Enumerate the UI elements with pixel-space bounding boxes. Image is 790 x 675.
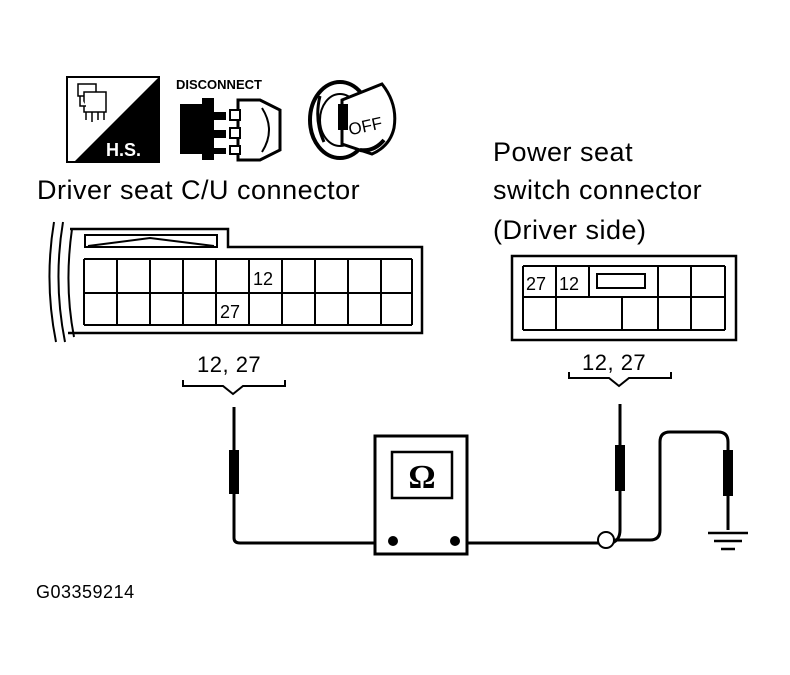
left-lead-wire [232,520,392,545]
ground-symbol-icon [708,531,748,551]
meter-terminal-left [388,536,398,546]
hs-label: H.S. [106,140,141,160]
right-pin-27: 27 [526,274,546,294]
left-probe [229,407,239,520]
left-pin-bracket [182,380,286,396]
ground-probe [723,450,733,530]
power-seat-switch-connector [510,254,738,342]
ohm-symbol-icon: Ω [408,459,435,496]
right-connector-title-line1: Power seat [493,137,634,167]
left-connector-title: Driver seat C/U connector [37,175,361,205]
meter-terminal-right [450,536,460,546]
right-probe [611,404,625,545]
driver-seat-cu-connector [48,221,424,343]
left-pin-12: 12 [253,269,273,289]
ground-lead-wire [614,430,730,542]
disconnect-icon: DISCONNECT [176,77,282,162]
right-pin-12: 12 [559,274,579,294]
ignition-off-icon: OFF [308,80,397,160]
hs-harness-icon: H.S. [66,76,160,163]
right-pin-bracket [568,372,672,388]
right-pins-label: 12, 27 [582,350,647,375]
disconnect-label: DISCONNECT [176,77,262,92]
left-pins-label: 12, 27 [197,352,262,377]
figure-code: G03359214 [36,582,135,602]
right-connector-title-line2: switch connector [493,175,703,205]
left-pin-27: 27 [220,302,240,322]
ohmmeter [373,434,469,556]
junction-node [597,531,615,549]
right-connector-title-line3: (Driver side) [493,215,647,245]
